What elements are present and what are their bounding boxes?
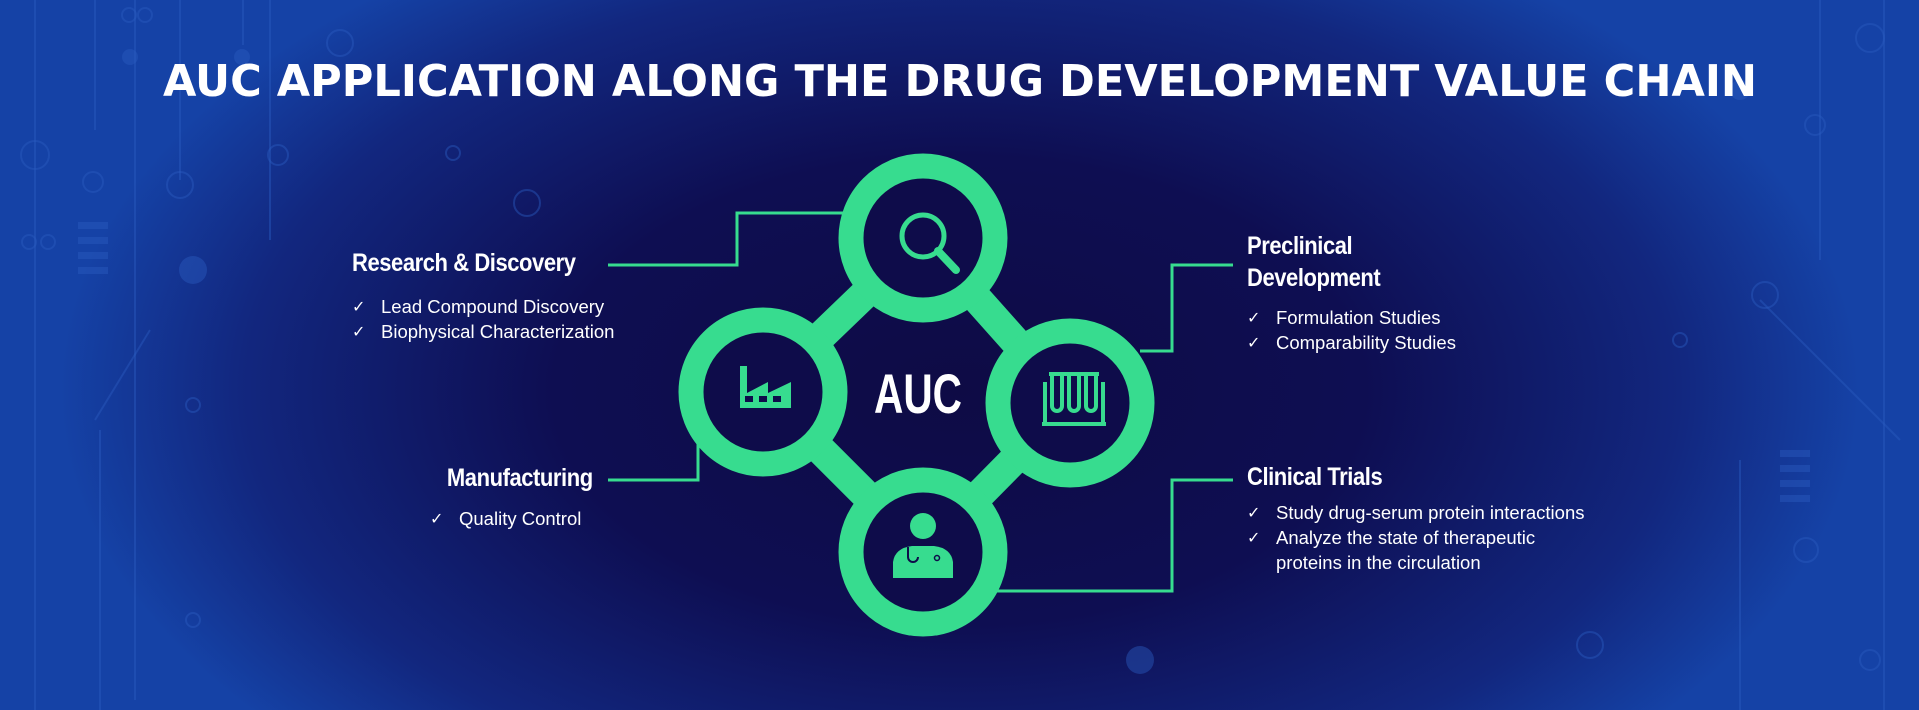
- check-icon: ✓: [1247, 528, 1261, 547]
- preclinical-list: ✓ Formulation Studies ✓ Comparability Stud…: [1247, 305, 1456, 355]
- list-item: ✓ Biophysical Characterization: [352, 319, 614, 344]
- list-item-text: Quality Control: [459, 508, 582, 529]
- research-heading: Research & Discovery: [352, 249, 576, 277]
- magnifier-icon: [899, 212, 960, 274]
- check-icon: ✓: [352, 297, 366, 316]
- list-item-text: Analyze the state of therapeutic protein…: [1276, 527, 1536, 573]
- page-title-text: AUC APPLICATION ALONG THE DRUG DEVELOPME…: [163, 56, 1757, 107]
- check-icon: ✓: [1247, 308, 1261, 327]
- preclinical-connector: [1140, 263, 1233, 353]
- preclinical-heading: Preclinical Development: [1247, 230, 1381, 294]
- research-node: [838, 153, 1008, 323]
- list-item-text: Lead Compound Discovery: [381, 296, 605, 317]
- clinical-connector: [995, 478, 1233, 593]
- list-item-text: Comparability Studies: [1276, 332, 1456, 353]
- list-item: ✓ Quality Control: [430, 506, 581, 531]
- clinical-heading: Clinical Trials: [1247, 463, 1383, 491]
- manufacturing-heading: Manufacturing: [447, 464, 593, 492]
- doctor-icon: [893, 513, 953, 578]
- clinical-list: ✓ Study drug-serum protein interactions ✓…: [1247, 500, 1587, 575]
- preclinical-heading-line1: Preclinical: [1247, 232, 1353, 260]
- factory-icon: [740, 366, 791, 408]
- manufacturing-connector: [608, 440, 700, 482]
- list-item: ✓ Lead Compound Discovery: [352, 294, 614, 319]
- test-tubes-icon: [1042, 372, 1106, 426]
- list-item: ✓ Formulation Studies: [1247, 305, 1456, 330]
- list-item-text: Study drug-serum protein interactions: [1276, 502, 1585, 523]
- check-icon: ✓: [430, 509, 444, 528]
- research-list: ✓ Lead Compound Discovery ✓ Biophysical Ch…: [352, 294, 614, 344]
- check-icon: ✓: [1247, 333, 1261, 352]
- list-item: ✓ Comparability Studies: [1247, 330, 1456, 355]
- center-label: AUC: [874, 362, 962, 425]
- list-item-text: Formulation Studies: [1276, 307, 1441, 328]
- page-title: AUC APPLICATION ALONG THE DRUG DEVELOPME…: [163, 56, 1757, 107]
- manufacturing-list: ✓ Quality Control: [430, 506, 581, 531]
- check-icon: ✓: [352, 322, 366, 341]
- preclinical-heading-line2: Development: [1247, 264, 1381, 292]
- list-item: ✓ Study drug-serum protein interactions: [1247, 500, 1587, 525]
- connector-lines: [608, 211, 1233, 593]
- list-item-text: Biophysical Characterization: [381, 321, 615, 342]
- check-icon: ✓: [1247, 503, 1261, 522]
- list-item: ✓ Analyze the state of therapeutic protei…: [1247, 525, 1587, 575]
- research-connector: [608, 211, 850, 267]
